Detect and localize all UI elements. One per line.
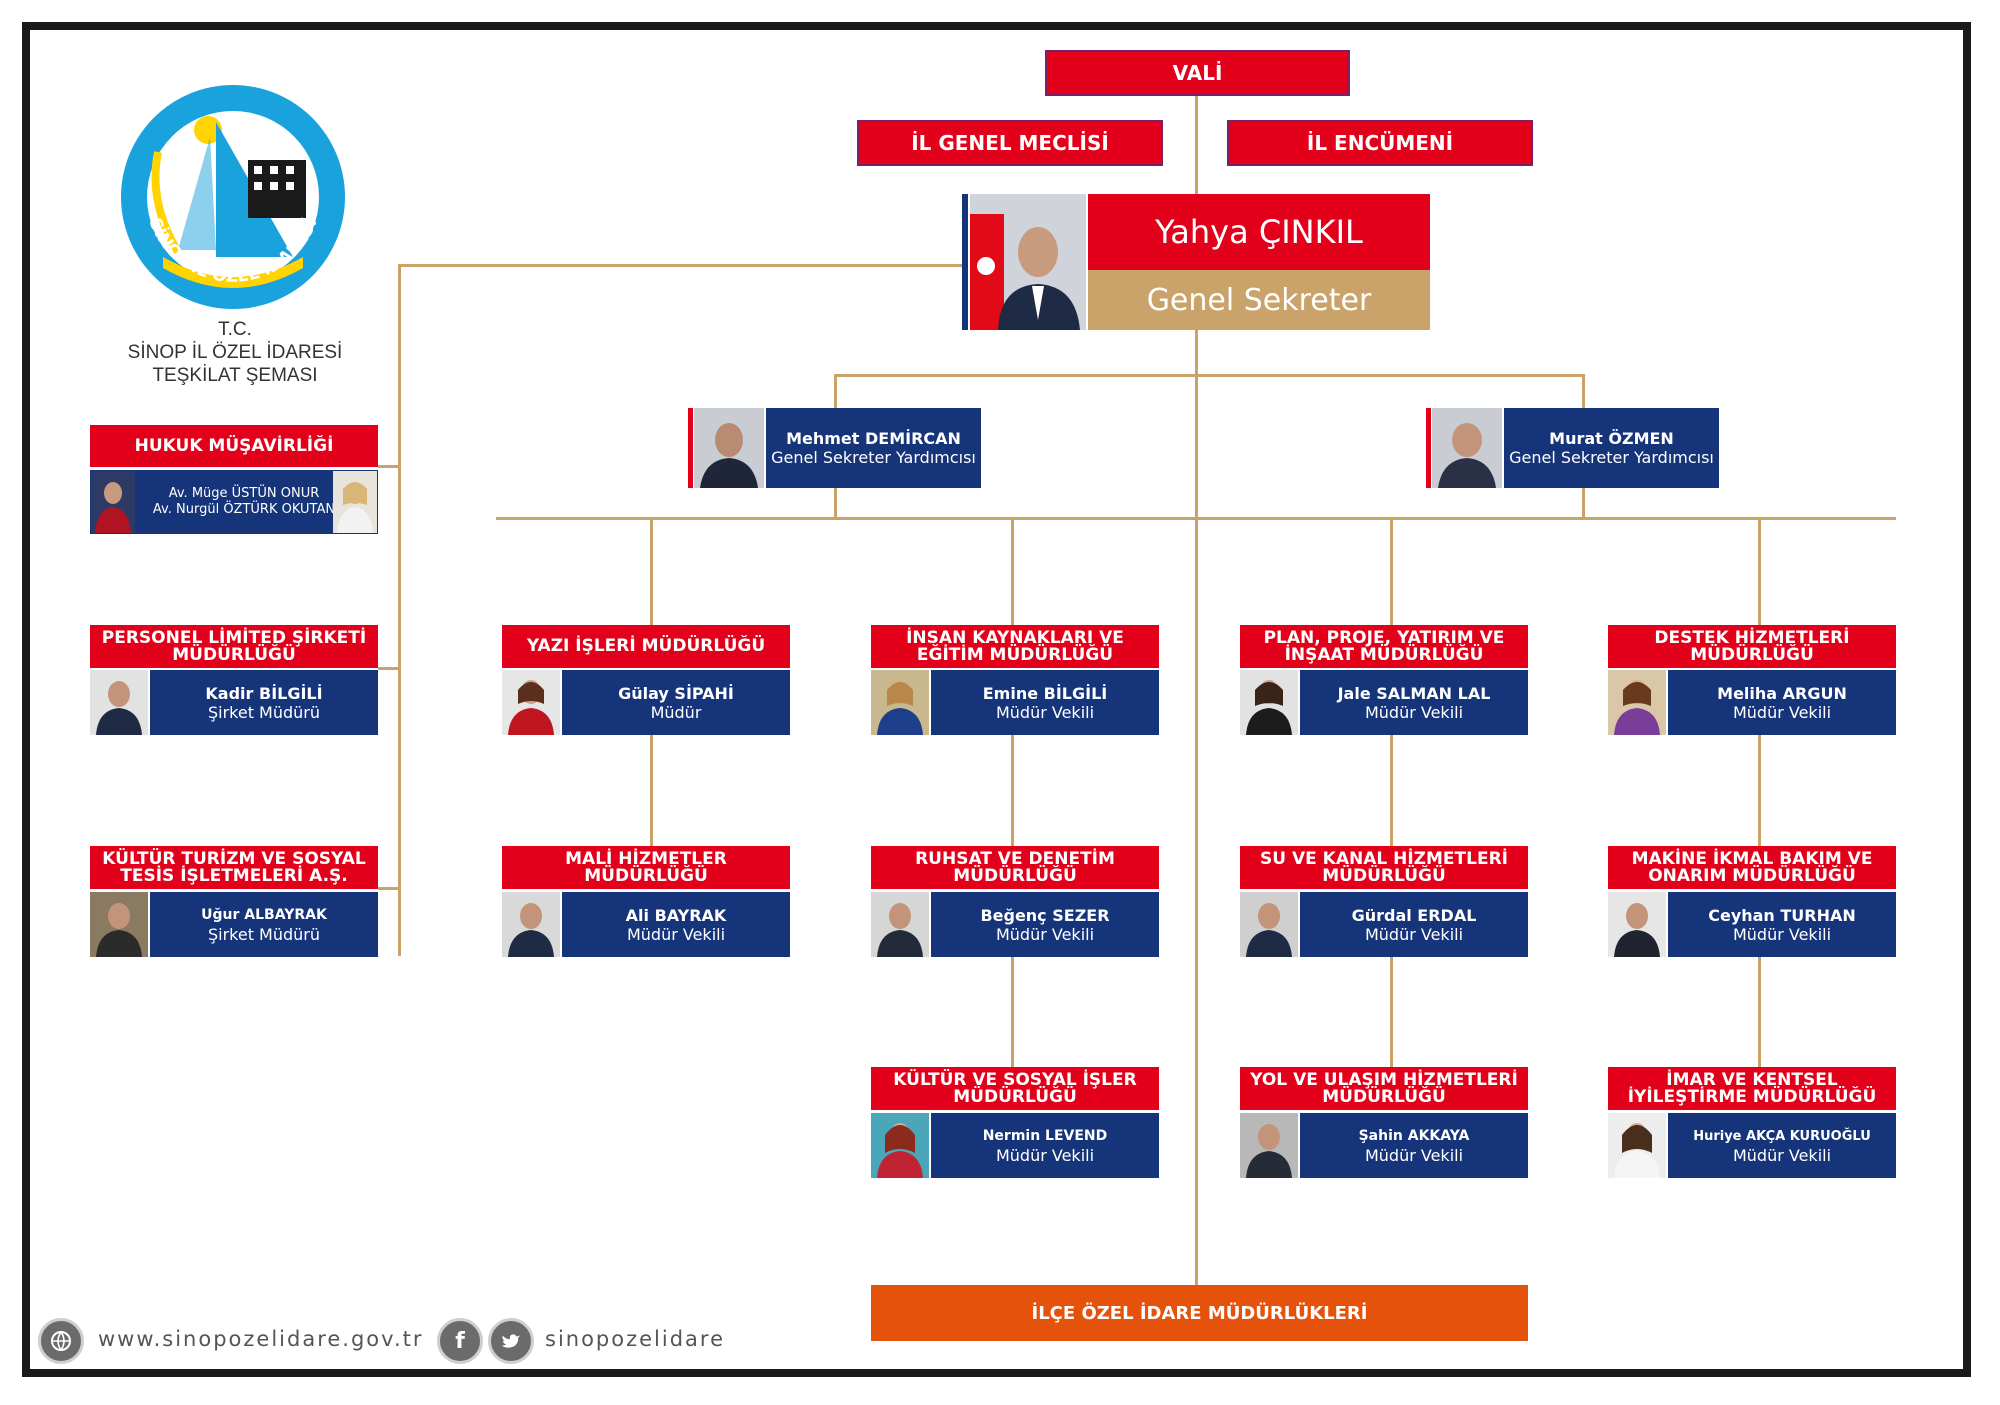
org-name: SİNOP İL ÖZEL İDARESİ: [127, 342, 343, 363]
kultur-title: Müdür Vekili: [995, 1145, 1095, 1165]
organization-logo: SİNOP İL ÖZEL İDARESİ: [118, 82, 348, 312]
gsy-name-2: Murat ÖZMEN: [1549, 429, 1674, 448]
facebook-icon[interactable]: f: [437, 1318, 483, 1364]
yazi-name: Gülay SİPAHİ: [618, 683, 734, 703]
imar-name: Huriye AKÇA KURUOĞLU: [1693, 1128, 1871, 1144]
gsy-name-1: Mehmet DEMİRCAN: [786, 429, 961, 448]
yazi-title: Müdür: [650, 702, 702, 722]
vali-label: VALİ: [1172, 60, 1223, 85]
destek-title: Müdür Vekili: [1732, 702, 1832, 722]
plan-name: Jale SALMAN LAL: [1337, 683, 1491, 703]
su-unit: SU VE KANAL HİZMETLERİ MÜDÜRLÜĞÜ: [1260, 848, 1508, 886]
yol-title: Müdür Vekili: [1364, 1145, 1464, 1165]
mali-photo: [502, 892, 560, 957]
kultur-photo: [871, 1113, 929, 1178]
ruhsat-photo: [871, 892, 929, 957]
gsy-title-1: Genel Sekreter Yardımcısı: [771, 448, 976, 467]
globe-icon[interactable]: [38, 1318, 84, 1364]
hukuk-photo-1: [91, 471, 135, 533]
su-photo: [1240, 892, 1298, 957]
insan-name: Emine BİLGİLİ: [982, 683, 1108, 703]
hukuk-photo-2: [333, 471, 377, 533]
il-genel-meclisi-box: İL GENEL MECLİSİ: [857, 120, 1163, 166]
makine-photo: [1608, 892, 1666, 957]
insan-title: Müdür Vekili: [995, 702, 1095, 722]
insan-unit: İNSAN KAYNAKLARI VE EĞİTİM MÜDÜRLÜĞÜ: [906, 627, 1124, 665]
destek-unit: DESTEK HİZMETLERİ MÜDÜRLÜĞÜ: [1654, 627, 1850, 665]
il-encumeni-box: İL ENCÜMENİ: [1227, 120, 1533, 166]
mali-unit: MALİ HİZMETLER MÜDÜRLÜĞÜ: [565, 848, 727, 886]
mali-title: Müdür Vekili: [626, 924, 726, 944]
chart-subtitle: TEŞKİLAT ŞEMASI: [152, 365, 318, 386]
imar-title: Müdür Vekili: [1732, 1145, 1832, 1165]
encumen-label: İL ENCÜMENİ: [1306, 130, 1454, 155]
personel-title: Şirket Müdürü: [207, 702, 321, 722]
yol-photo: [1240, 1113, 1298, 1178]
gsy-title-2: Genel Sekreter Yardımcısı: [1509, 448, 1714, 467]
meclis-label: İL GENEL MECLİSİ: [911, 130, 1109, 155]
personel-unit: PERSONEL LİMİTED ŞİRKETİ MÜDÜRLÜĞÜ: [101, 627, 367, 665]
kultur-as-unit: KÜLTÜR TURİZM VE SOSYAL TESİS İŞLETMELER…: [102, 848, 366, 886]
destek-photo: [1608, 670, 1666, 735]
genel-sekreter-name: Yahya ÇINKIL: [1088, 194, 1430, 270]
plan-title: Müdür Vekili: [1364, 702, 1464, 722]
hukuk-person-1: Av. Müge ÜSTÜN ONUR: [168, 486, 320, 501]
ilce-label: İLÇE ÖZEL İDARE MÜDÜRLÜKLERİ: [1031, 1302, 1368, 1324]
makine-unit: MAKİNE İKMAL BAKIM VE ONARIM MÜDÜRLÜĞÜ: [1631, 848, 1873, 886]
genel-sekreter-photo: [970, 194, 1086, 330]
kultur-name: Nermin LEVEND: [982, 1127, 1108, 1144]
plan-photo: [1240, 670, 1298, 735]
hukuk-unit: HUKUK MÜŞAVİRLİĞİ: [134, 435, 334, 456]
mali-name: Ali BAYRAK: [625, 905, 727, 925]
kultur-as-name: Uğur ALBAYRAK: [201, 906, 327, 923]
social-handle[interactable]: sinopozelidare: [545, 1327, 726, 1351]
makine-name: Ceyhan TURHAN: [1708, 905, 1856, 925]
ilce-ozel-idare-box: İLÇE ÖZEL İDARE MÜDÜRLÜKLERİ: [871, 1285, 1528, 1341]
org-title: T.C. SİNOP İL ÖZEL İDARESİ TEŞKİLAT ŞEMA…: [90, 318, 380, 387]
yazi-photo: [502, 670, 560, 735]
website-link[interactable]: www.sinopozelidare.gov.tr: [98, 1327, 424, 1351]
gsy-photo-2: [1432, 408, 1502, 488]
insan-photo: [871, 670, 929, 735]
personel-photo: [90, 670, 148, 735]
gsy-photo-1: [694, 408, 764, 488]
twitter-icon[interactable]: [488, 1318, 534, 1364]
genel-sekreter-title: Genel Sekreter: [1088, 270, 1430, 330]
yol-unit: YOL VE ULAŞIM HİZMETLERİ MÜDÜRLÜĞÜ: [1250, 1069, 1518, 1107]
kultur-unit: KÜLTÜR VE SOSYAL İŞLER MÜDÜRLÜĞÜ: [893, 1069, 1137, 1107]
personel-name: Kadir BİLGİLİ: [205, 683, 323, 703]
imar-photo: [1608, 1113, 1666, 1178]
hukuk-person-2: Av. Nurgül ÖZTÜRK OKUTAN: [152, 502, 336, 517]
ruhsat-unit: RUHSAT VE DENETİM MÜDÜRLÜĞÜ: [915, 848, 1115, 886]
ruhsat-name: Beğenç SEZER: [980, 905, 1110, 925]
destek-name: Meliha ARGUN: [1717, 683, 1847, 703]
tc-label: T.C.: [218, 319, 252, 340]
yol-name: Şahin AKKAYA: [1358, 1127, 1470, 1144]
plan-unit: PLAN, PROJE, YATIRIM VE İNŞAAT MÜDÜRLÜĞÜ: [1263, 627, 1505, 665]
imar-unit: İMAR VE KENTSEL İYİLEŞTİRME MÜDÜRLÜĞÜ: [1627, 1069, 1877, 1107]
su-title: Müdür Vekili: [1364, 924, 1464, 944]
vali-box: VALİ: [1045, 50, 1350, 96]
kultur-as-photo: [90, 892, 148, 957]
ruhsat-title: Müdür Vekili: [995, 924, 1095, 944]
yazi-unit: YAZI İŞLERİ MÜDÜRLÜĞÜ: [526, 636, 766, 656]
su-name: Gürdal ERDAL: [1351, 905, 1477, 925]
makine-title: Müdür Vekili: [1732, 924, 1832, 944]
kultur-as-title: Şirket Müdürü: [207, 924, 321, 944]
